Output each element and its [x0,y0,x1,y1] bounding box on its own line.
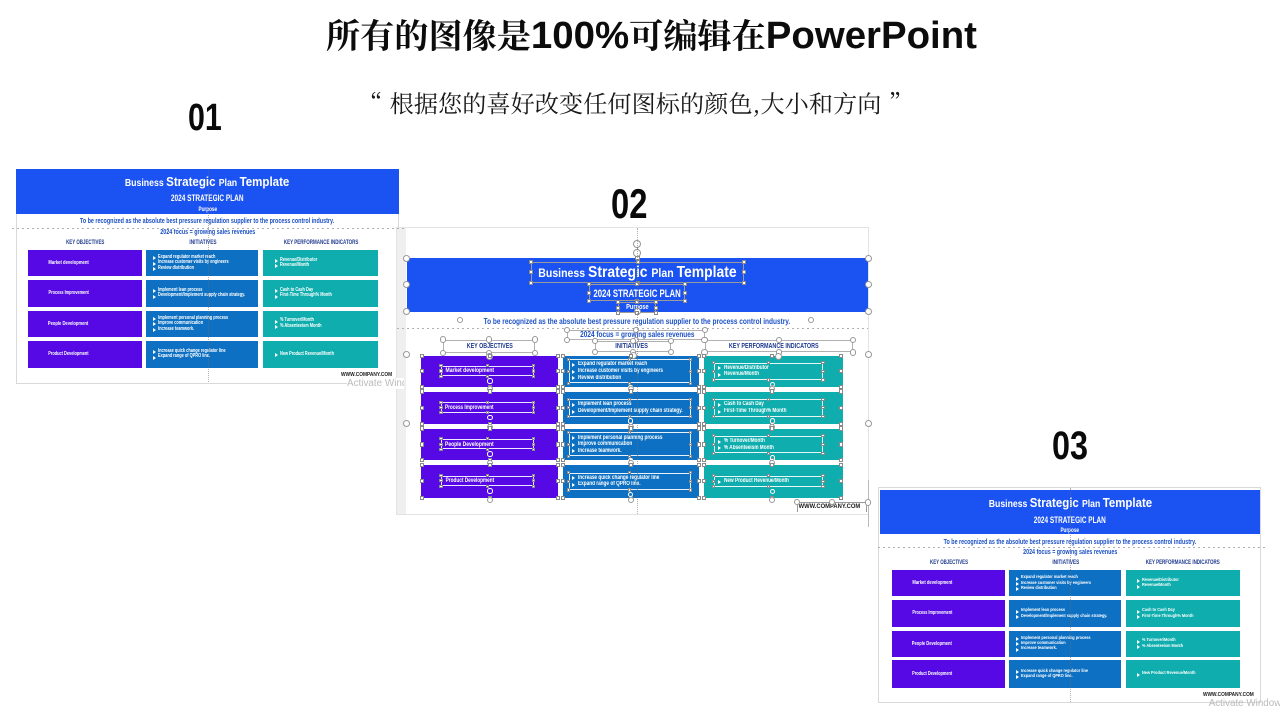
svg-text:100%: 100% [531,14,629,57]
svg-text:PowerPoint: PowerPoint [766,14,977,57]
